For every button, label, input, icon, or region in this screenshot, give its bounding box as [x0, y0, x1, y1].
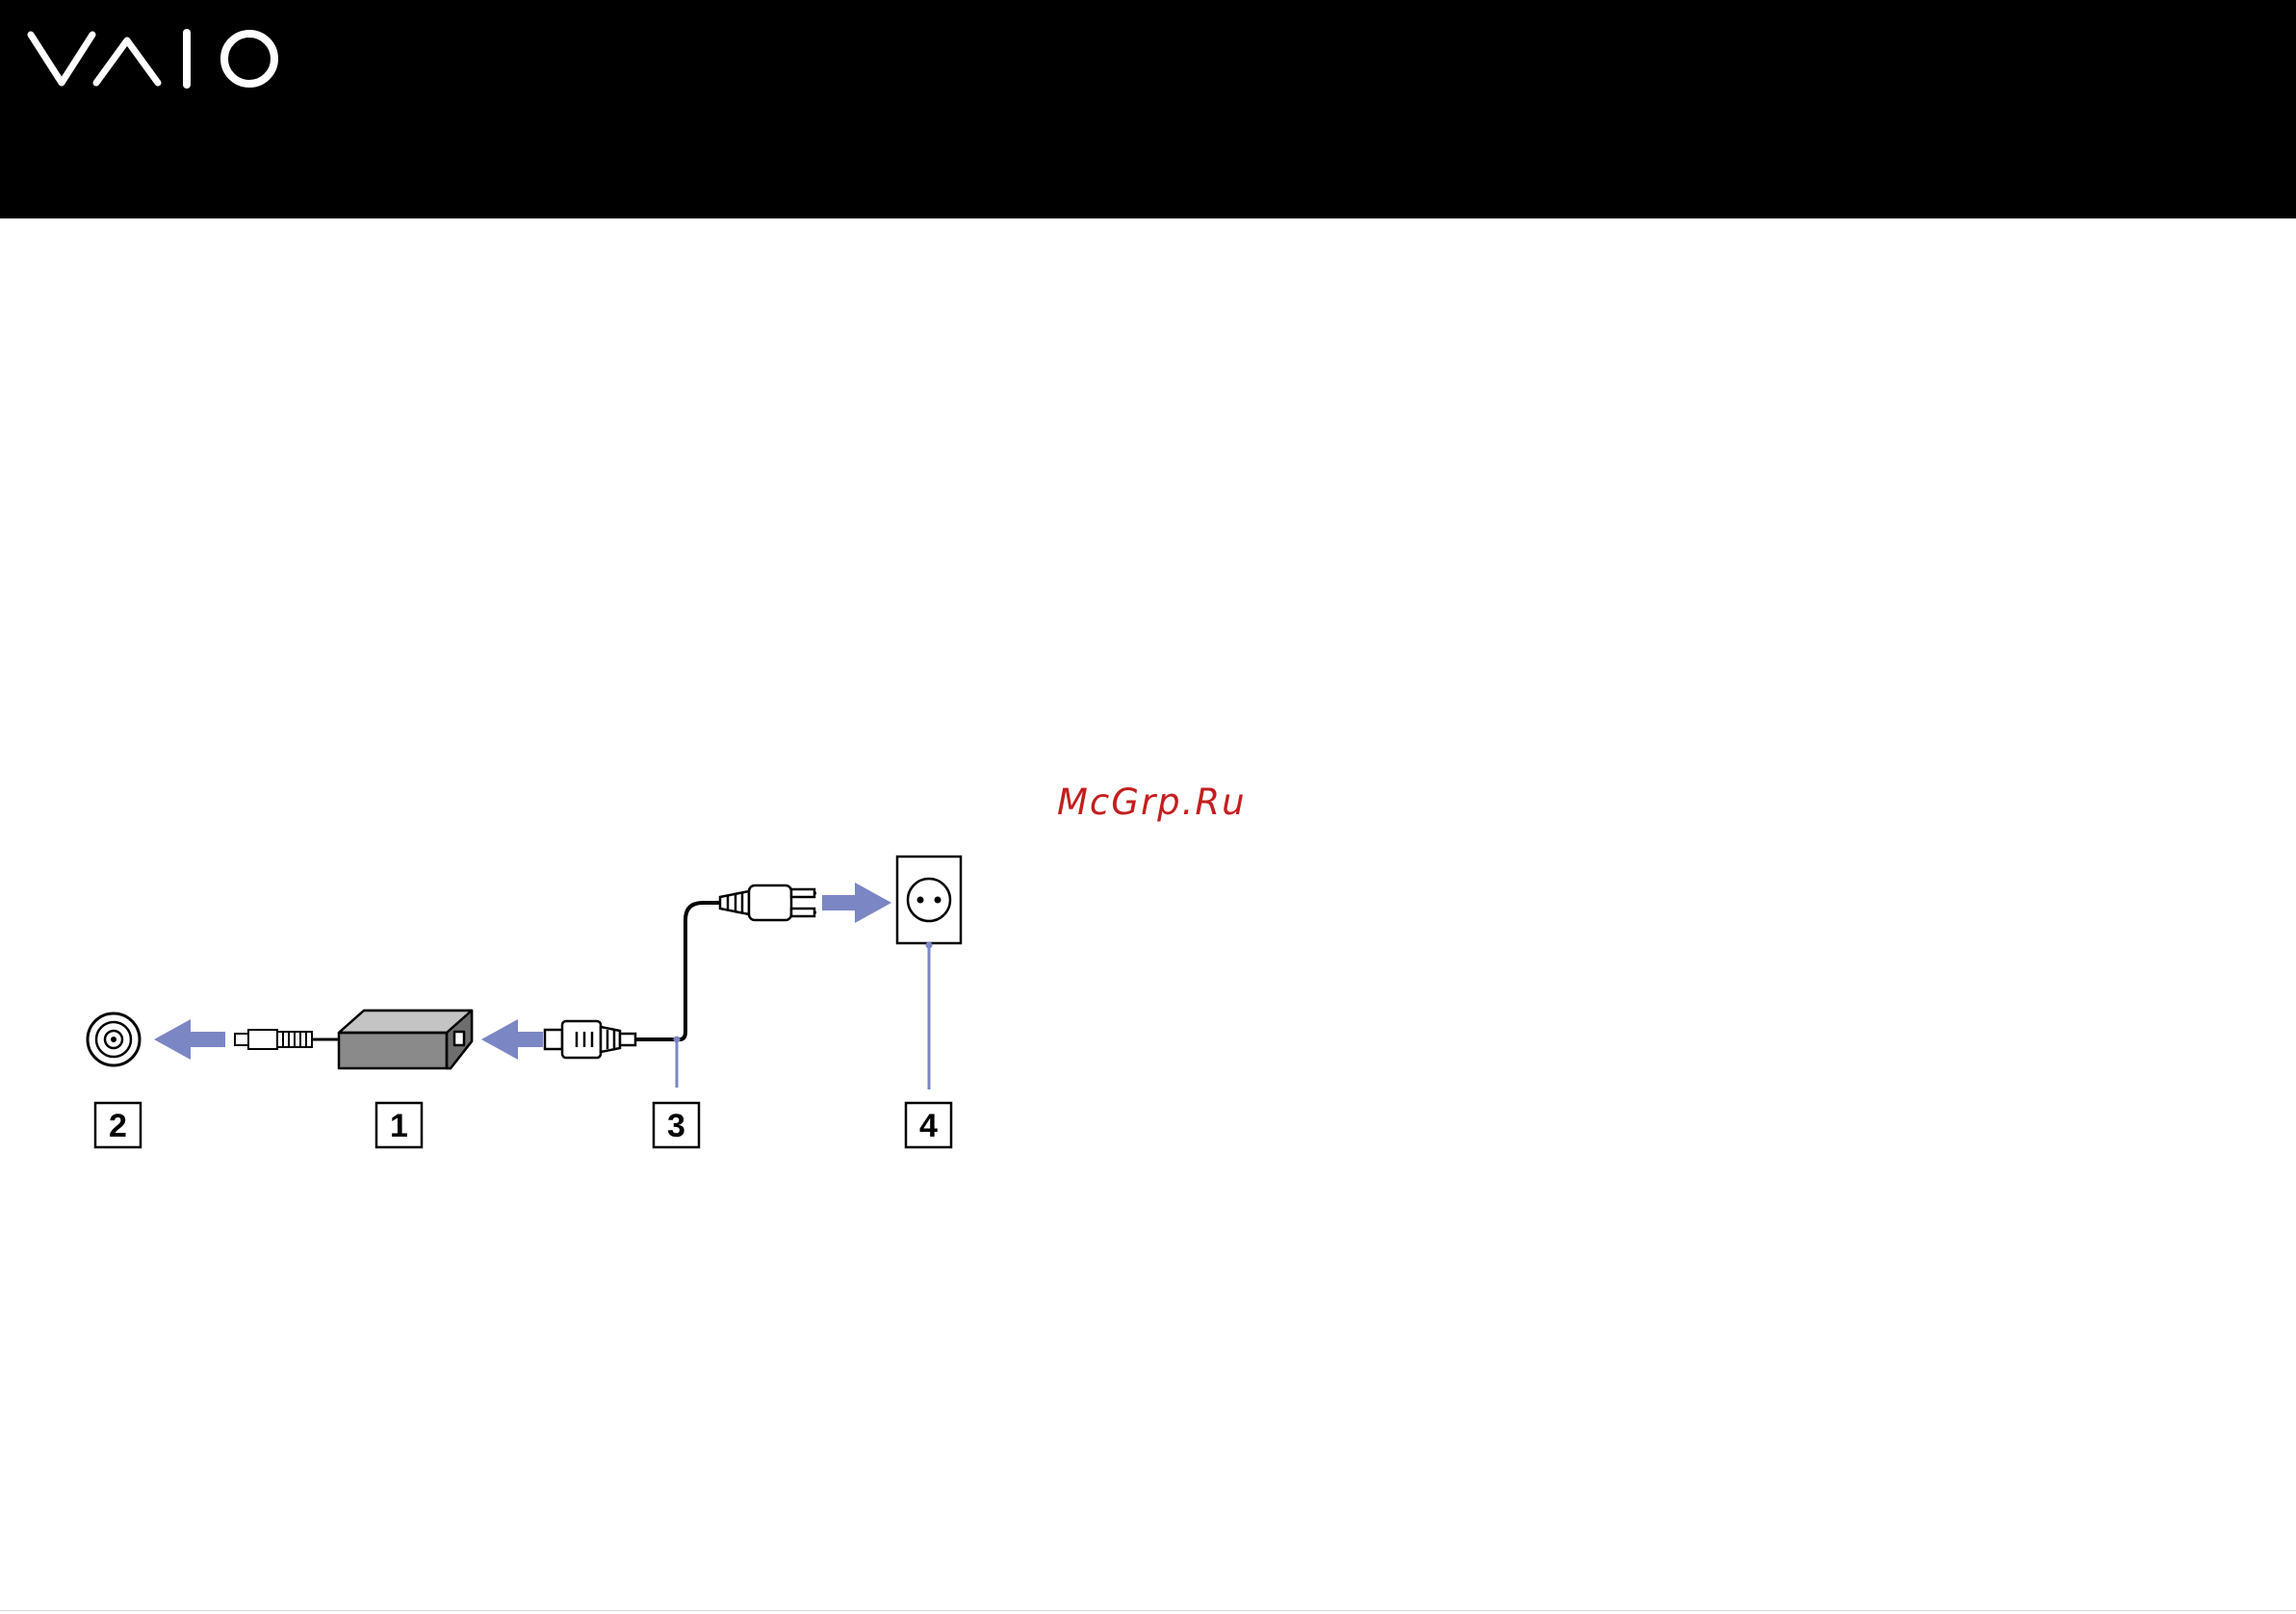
wall-outlet-icon: [897, 857, 961, 943]
callout-4: 4: [906, 1103, 951, 1147]
vaio-logo: [27, 27, 292, 90]
power-cord-line: [635, 903, 720, 1039]
callout-2: 2: [95, 1103, 141, 1147]
arrow-to-port-icon: [154, 1019, 225, 1060]
callout-1: 1: [376, 1103, 422, 1147]
power-cord-connector-icon: [545, 1021, 635, 1058]
svg-text:2: 2: [109, 1108, 127, 1144]
watermark-text: McGrp.Ru: [1057, 781, 1247, 823]
power-connection-diagram: 2 1 3 4: [0, 828, 1059, 1174]
ac-adapter-icon: [339, 1011, 472, 1068]
page-header: [0, 0, 2296, 218]
arrow-to-outlet-icon: [822, 883, 891, 923]
dc-plug-icon: [235, 1030, 312, 1049]
svg-text:1: 1: [390, 1108, 408, 1144]
dc-in-port-icon: [88, 1013, 140, 1065]
wall-plug-icon: [720, 885, 816, 920]
footer-divider: [0, 1610, 2296, 1611]
callout-3: 3: [654, 1103, 699, 1147]
arrow-to-adapter-icon: [481, 1019, 543, 1060]
svg-text:4: 4: [919, 1108, 938, 1144]
svg-text:3: 3: [667, 1108, 685, 1144]
